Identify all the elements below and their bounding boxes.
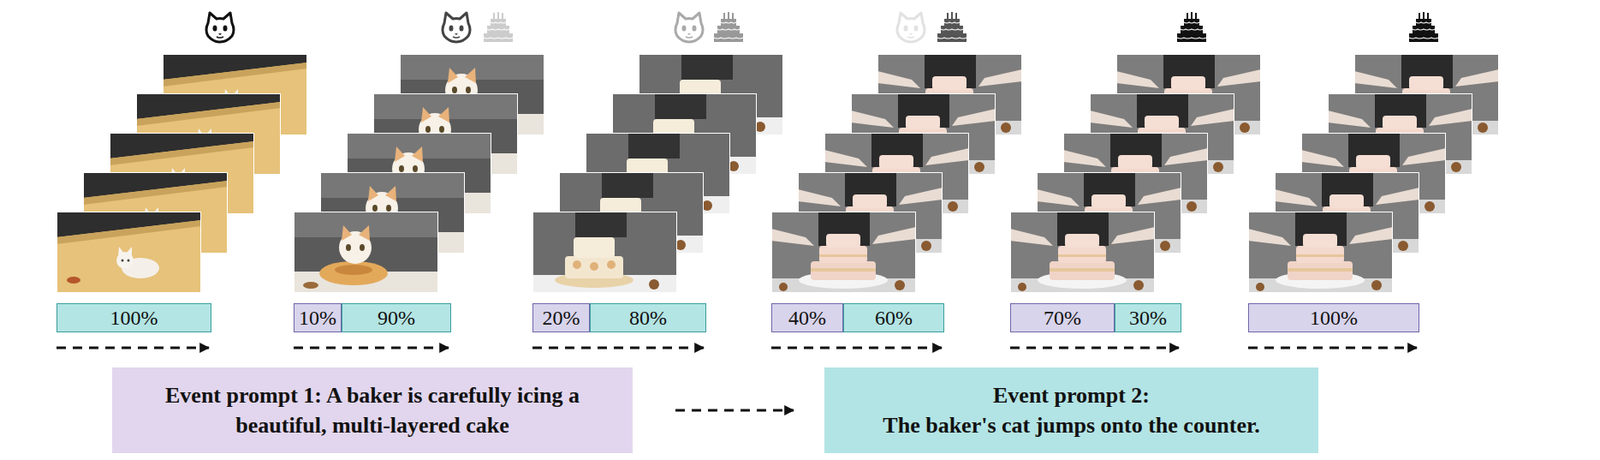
percentage: 100%	[110, 306, 159, 330]
percentage: 80%	[629, 306, 667, 330]
icons	[206, 11, 1439, 42]
time-arrows	[56, 346, 1417, 350]
cake-icon	[1409, 11, 1439, 42]
percentage: 10%	[298, 306, 337, 330]
time-arrow	[293, 346, 449, 350]
video-frame	[56, 211, 202, 293]
time-arrow	[1010, 346, 1179, 350]
time-arrow	[1248, 346, 1417, 350]
share-bar: 60%	[843, 303, 945, 333]
event-prompt-box: Event prompt 1: A baker is carefully ici…	[112, 367, 633, 453]
share-bar: 10%	[293, 303, 342, 333]
cat-icon	[442, 12, 470, 42]
share-bar: 40%	[771, 303, 844, 333]
percentage: 100%	[1309, 306, 1358, 330]
video-frame	[293, 211, 439, 293]
time-arrow	[532, 346, 704, 350]
share-bar: 100%	[56, 303, 212, 333]
share-bar: 20%	[532, 303, 590, 333]
percentage: 20%	[542, 306, 581, 330]
cake-icon	[483, 11, 513, 42]
cake-icon	[713, 11, 744, 42]
video-frame	[1248, 211, 1393, 293]
share-bar: 100%	[1248, 303, 1420, 333]
percentage: 40%	[788, 306, 827, 330]
video-frame	[532, 211, 678, 293]
share-bar: 90%	[341, 303, 452, 333]
share-bar: 70%	[1010, 303, 1115, 333]
event-prompt-box: Event prompt 2:The baker's cat jumps ont…	[824, 367, 1319, 453]
prompt-text: Event prompt 2:	[993, 380, 1150, 411]
share-bar: 30%	[1114, 303, 1182, 333]
percentage: 90%	[377, 306, 416, 330]
cat-icon	[675, 12, 703, 42]
percentage: 30%	[1129, 306, 1167, 330]
percentage: 70%	[1043, 306, 1082, 330]
percentage: 60%	[874, 306, 913, 330]
event-arrow	[675, 409, 794, 412]
cat-icon	[206, 12, 234, 42]
time-arrow	[771, 346, 942, 350]
cake-icon	[1177, 11, 1207, 42]
prompt-text: The baker's cat jumps onto the counter.	[882, 410, 1260, 441]
video-frame	[771, 211, 916, 293]
video-frame	[1010, 211, 1155, 293]
cat-icon	[897, 12, 925, 42]
prompt-text: Event prompt 1: A baker is carefully ici…	[124, 380, 621, 441]
cake-icon	[937, 11, 967, 42]
share-bar: 80%	[589, 303, 707, 333]
time-arrow	[56, 346, 209, 350]
frame-stacks	[56, 53, 1499, 293]
